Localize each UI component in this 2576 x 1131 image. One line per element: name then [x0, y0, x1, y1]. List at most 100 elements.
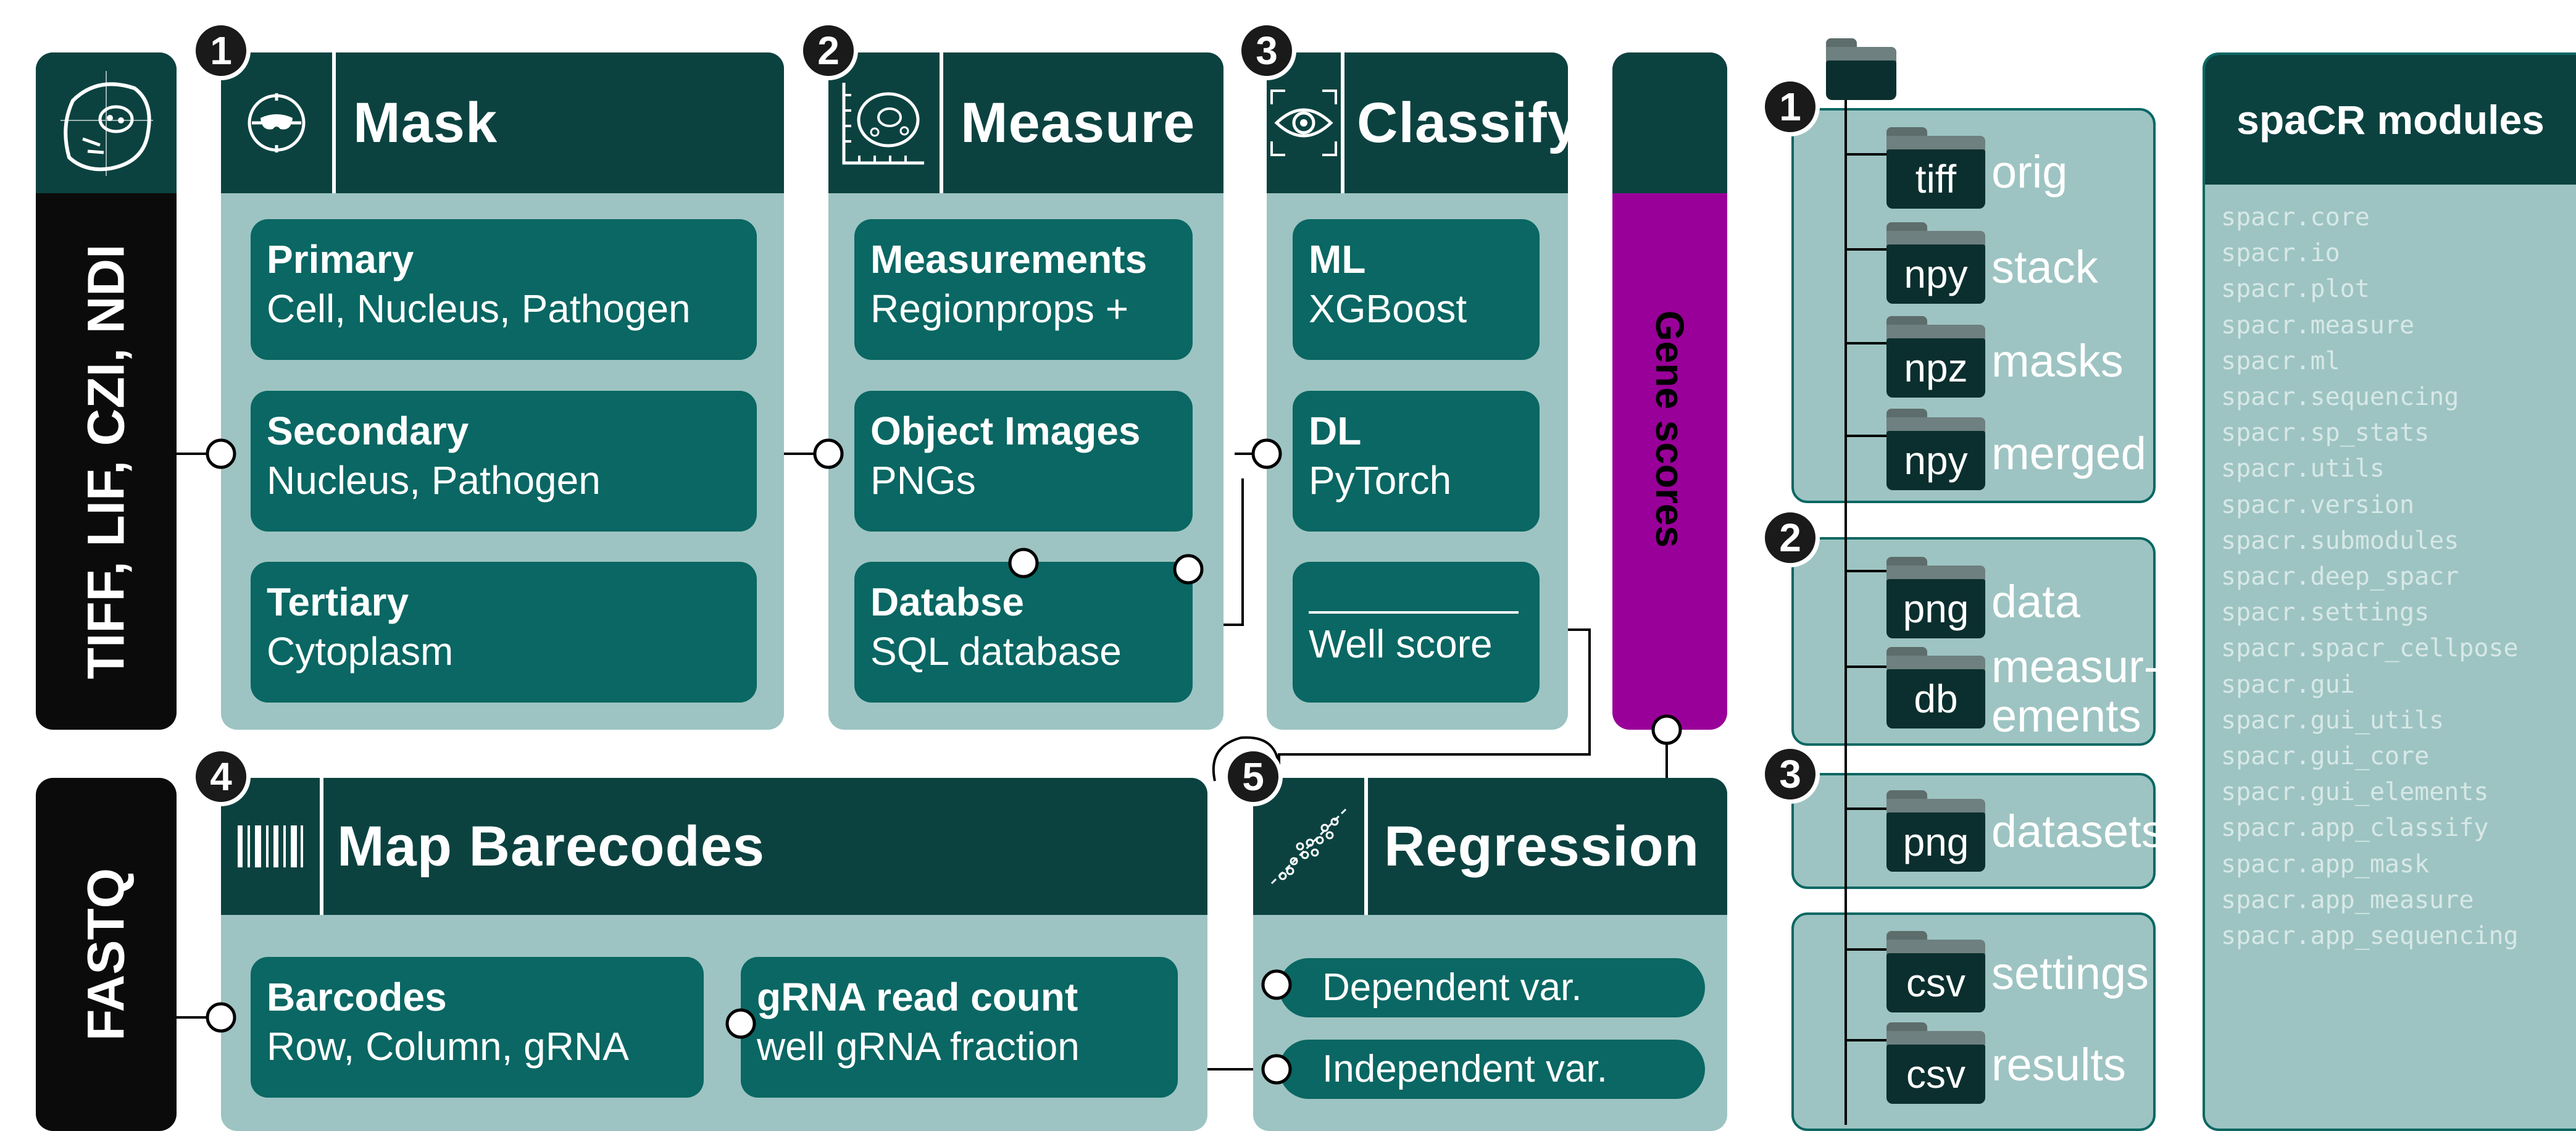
barcodes-box-label: gRNA read count — [757, 975, 1078, 1019]
module-item: spacr.measure — [2221, 311, 2415, 340]
barcodes-box-label: Barcodes — [267, 975, 447, 1019]
score-divider-line — [1309, 611, 1519, 614]
file-name: measur- ements — [1991, 641, 2159, 741]
module-item: spacr.gui_core — [2221, 742, 2430, 771]
connector-dot — [725, 1008, 756, 1039]
barcode-icon — [221, 778, 323, 915]
modules-panel: spaCR modules spacr.core spacr.io spacr.… — [2203, 52, 2576, 1131]
mask-header: Mask — [221, 52, 784, 193]
module-item: spacr.deep_spacr — [2221, 562, 2459, 591]
file-name: merged — [1991, 428, 2146, 479]
file-folder-icon: npz — [1886, 316, 1985, 398]
independent-var-pill: Independent var. — [1279, 1040, 1705, 1099]
microscope-cell-icon — [36, 52, 177, 193]
file-folder-icon: db — [1886, 647, 1985, 728]
eye-icon — [1267, 52, 1344, 193]
mask-title: Mask — [353, 91, 498, 154]
step-badge-5: 5 — [1223, 747, 1283, 806]
connector-dot — [1261, 969, 1292, 1000]
classify-title: Classify — [1357, 91, 1580, 154]
module-item: spacr.ml — [2221, 346, 2340, 375]
regression-header: Regression — [1253, 778, 1727, 915]
file-folder-icon: tiff — [1886, 127, 1985, 209]
file-extension: png — [1886, 579, 1985, 638]
file-extension: npy — [1886, 431, 1985, 490]
mask-box-sublabel: Cell, Nucleus, Pathogen — [267, 286, 691, 331]
file-folder-icon: npy — [1886, 409, 1985, 490]
file-extension: png — [1886, 812, 1985, 872]
file-extension: db — [1886, 669, 1985, 728]
measure-box-label: Measurements — [870, 237, 1148, 282]
measure-box-sublabel: SQL database — [870, 629, 1122, 674]
scatter-plot-icon — [1253, 778, 1368, 915]
sequencing-input-sidebar: FASTQ — [36, 778, 177, 1131]
module-item: spacr.gui_utils — [2221, 706, 2445, 735]
file-folder-icon: csv — [1886, 931, 1985, 1012]
measure-box-sublabel: Regionprops + — [870, 286, 1129, 331]
regression-panel: Regression Dependent var. Independent va… — [1253, 778, 1727, 1131]
file-extension: tiff — [1886, 149, 1985, 209]
module-item: spacr.sp_stats — [2221, 419, 2430, 448]
dependent-var-label: Dependent var. — [1322, 966, 1582, 1009]
measure-box-label: Object Images — [870, 409, 1141, 453]
file-name: settings — [1991, 948, 2149, 999]
step-badge-1: 1 — [191, 21, 251, 80]
gene-scores-bar: Gene scores — [1612, 52, 1727, 730]
dependent-var-pill: Dependent var. — [1279, 958, 1705, 1017]
file-folder-icon: png — [1886, 790, 1985, 872]
barcodes-box-sublabel: Row, Column, gRNA — [267, 1024, 629, 1069]
module-item: spacr.app_measure — [2221, 885, 2474, 914]
barcodes-box-grna-count: gRNA read count well gRNA fraction — [741, 957, 1178, 1098]
module-item: spacr.gui_elements — [2221, 778, 2489, 807]
cell-measure-icon — [828, 52, 943, 193]
barcodes-box-sublabel: well gRNA fraction — [757, 1024, 1080, 1069]
measure-title: Measure — [961, 91, 1196, 154]
module-item: spacr.spacr_cellpose — [2221, 634, 2519, 663]
module-item: spacr.app_classify — [2221, 814, 2489, 843]
file-name: datasets — [1991, 806, 2164, 857]
module-item: spacr.gui — [2221, 670, 2355, 699]
file-extension: csv — [1886, 953, 1985, 1012]
file-extension: npz — [1886, 338, 1985, 398]
classify-box-sublabel: PyTorch — [1309, 458, 1452, 503]
module-item: spacr.io — [2221, 239, 2340, 268]
connector-dot — [1173, 554, 1204, 585]
file-folder-icon: csv — [1886, 1022, 1985, 1104]
image-input-sidebar: TIFF, LIF, CZI, NDI — [36, 52, 177, 730]
mask-icon — [221, 52, 336, 193]
module-item: spacr.core — [2221, 203, 2370, 232]
file-name: masks — [1991, 335, 2124, 386]
connector-dot — [206, 1002, 236, 1033]
classify-box-well-score: Well score — [1293, 562, 1540, 703]
regression-title: Regression — [1384, 814, 1700, 878]
step-badge-3: 3 — [1237, 21, 1296, 80]
file-folder-icon: png — [1886, 557, 1985, 638]
file-name: data — [1991, 576, 2081, 627]
barcodes-title: Map Barecodes — [337, 814, 765, 878]
connector-dot — [1251, 438, 1282, 469]
file-extension: npy — [1886, 244, 1985, 304]
connector-dot — [1261, 1054, 1292, 1085]
modules-header: spaCR modules — [2205, 55, 2576, 185]
module-item: spacr.utils — [2221, 454, 2385, 483]
module-item: spacr.version — [2221, 490, 2415, 519]
module-item: spacr.app_sequencing — [2221, 922, 2519, 951]
connector-dot — [1008, 548, 1039, 578]
folder-icon — [1826, 38, 1896, 100]
gene-scores-header — [1612, 52, 1727, 193]
connector-dot — [813, 438, 844, 469]
mask-box-label: Secondary — [267, 409, 469, 453]
